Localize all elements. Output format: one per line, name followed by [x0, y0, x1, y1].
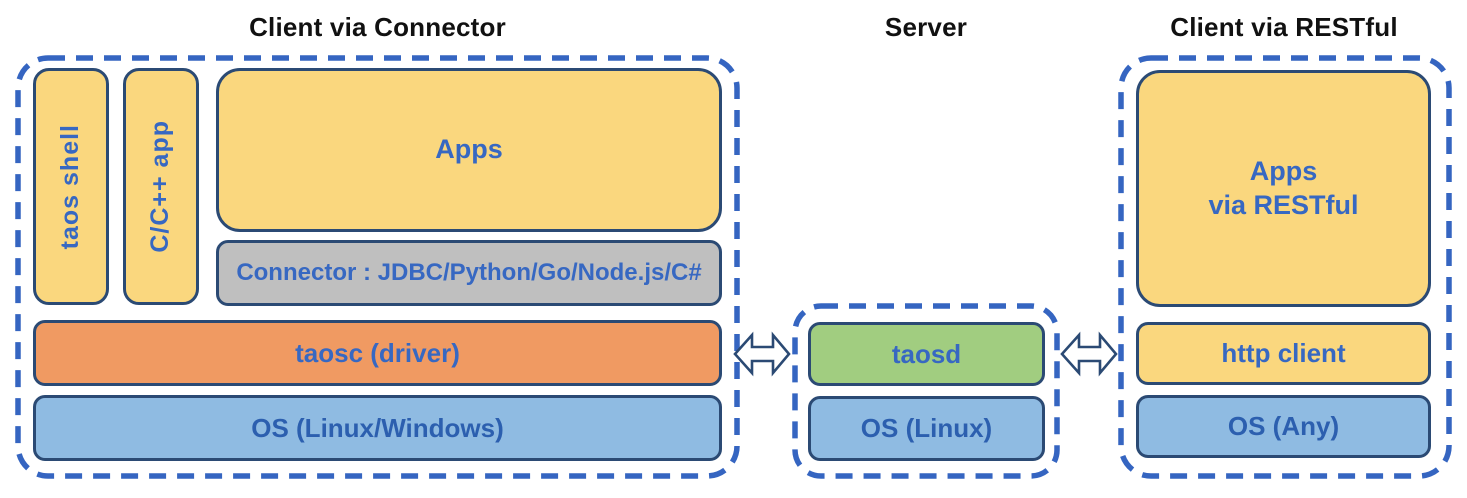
os-any-box: OS (Any) — [1136, 395, 1431, 458]
apps-box: Apps — [216, 68, 722, 232]
client-via-restful-container-border — [1118, 55, 1452, 479]
os-any-label: OS (Any) — [1227, 411, 1340, 442]
os-linux-box: OS (Linux) — [808, 396, 1045, 461]
section-title-client-via-restful: Client via RESTful — [1170, 12, 1398, 42]
taosc-driver-box: taosc (driver) — [33, 320, 722, 386]
apps-label: Apps — [435, 134, 503, 165]
left-right-arrow-icon — [1060, 331, 1118, 377]
os-linux-label: OS (Linux) — [860, 413, 993, 444]
left-right-arrow-icon — [733, 331, 791, 377]
client-via-connector-container-border — [15, 55, 740, 479]
cpp-app-box: C/C++ app — [123, 68, 199, 305]
section-title-client-via-connector: Client via Connector — [249, 12, 506, 42]
taos-shell-box: taos shell — [33, 68, 109, 305]
http-client-box: http client — [1136, 322, 1431, 385]
http-client-label: http client — [1221, 338, 1346, 369]
os-linux-windows-box: OS (Linux/Windows) — [33, 395, 722, 461]
cpp-app-label: C/C++ app — [146, 120, 175, 253]
taosd-label: taosd — [891, 338, 962, 369]
taosc-driver-label: taosc (driver) — [295, 337, 460, 368]
apps-via-restful-box: Apps via RESTful — [1136, 70, 1431, 307]
section-title-server: Server — [884, 12, 968, 42]
apps-via-restful-line2: via RESTful — [1208, 189, 1359, 220]
apps-via-restful-label: Apps via RESTful — [1208, 155, 1358, 223]
os-linux-windows-label: OS (Linux/Windows) — [251, 412, 504, 443]
connector-box: Connector : JDBC/Python/Go/Node.js/C# — [216, 240, 722, 306]
server-container-border — [792, 303, 1060, 479]
taos-shell-label: taos shell — [56, 123, 85, 250]
taosd-box: taosd — [808, 322, 1045, 386]
connector-label: Connector : JDBC/Python/Go/Node.js/C# — [236, 259, 702, 286]
apps-via-restful-line1: Apps — [1249, 155, 1318, 186]
